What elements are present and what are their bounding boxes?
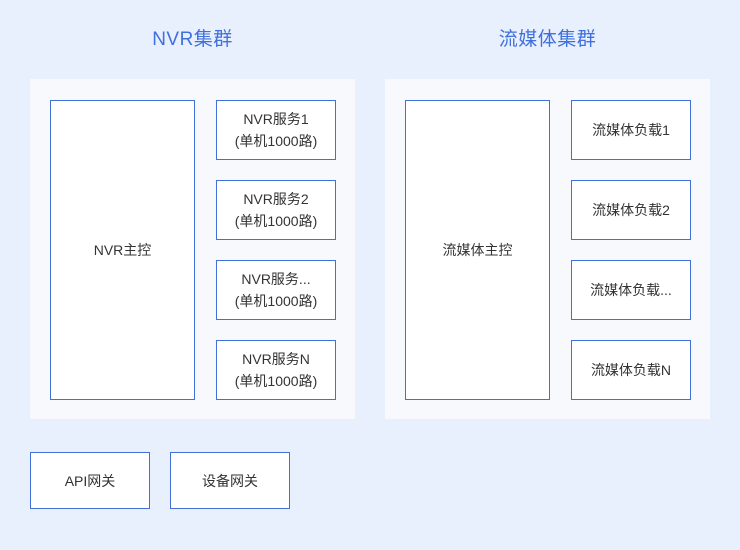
api-gateway-box[interactable]: API网关 (30, 452, 150, 509)
nvr-service-box-n[interactable]: NVR服务N (单机1000路) (216, 340, 336, 400)
nvr-service-ellipsis-capacity: (单机1000路) (234, 293, 318, 309)
nvr-service-2-capacity: (单机1000路) (234, 213, 318, 229)
nvr-service-box-1[interactable]: NVR服务1 (单机1000路) (216, 100, 336, 160)
streaming-load-n-name: 流媒体负载N (590, 362, 672, 378)
streaming-load-box-ellipsis[interactable]: 流媒体负载... (571, 260, 691, 320)
nvr-service-n-capacity: (单机1000路) (234, 373, 318, 389)
streaming-load-box-n[interactable]: 流媒体负载N (571, 340, 691, 400)
streaming-load-1-name: 流媒体负载1 (592, 122, 670, 138)
streaming-load-ellipsis-name: 流媒体负载... (590, 282, 672, 298)
nvr-master-box[interactable]: NVR主控 (50, 100, 195, 400)
device-gateway-box[interactable]: 设备网关 (170, 452, 290, 509)
nvr-service-1-name: NVR服务1 (243, 111, 309, 127)
cluster-title-streaming-media: 流媒体集群 (498, 29, 597, 50)
device-gateway-label: 设备网关 (202, 472, 258, 489)
cluster-title-nvr: NVR集群 (152, 29, 233, 50)
streaming-master-label: 流媒体主控 (442, 242, 513, 258)
streaming-load-2-name: 流媒体负载2 (592, 202, 670, 218)
streaming-load-box-1[interactable]: 流媒体负载1 (571, 100, 691, 160)
cluster-panel-streaming-media: 流媒体主控 流媒体负载1 流媒体负载2 流媒体负载... 流媒体负载N (385, 79, 710, 419)
nvr-service-box-ellipsis[interactable]: NVR服务... (单机1000路) (216, 260, 336, 320)
streaming-master-box[interactable]: 流媒体主控 (405, 100, 550, 400)
nvr-service-box-2[interactable]: NVR服务2 (单机1000路) (216, 180, 336, 240)
nvr-master-label: NVR主控 (93, 242, 152, 258)
nvr-service-ellipsis-name: NVR服务... (241, 271, 311, 287)
nvr-service-1-capacity: (单机1000路) (234, 133, 318, 149)
streaming-load-box-2[interactable]: 流媒体负载2 (571, 180, 691, 240)
api-gateway-label: API网关 (64, 472, 116, 489)
nvr-service-n-name: NVR服务N (242, 351, 310, 367)
cluster-panel-nvr: NVR主控 NVR服务1 (单机1000路) NVR服务2 (单机1000路) … (30, 79, 355, 419)
nvr-service-2-name: NVR服务2 (243, 191, 309, 207)
